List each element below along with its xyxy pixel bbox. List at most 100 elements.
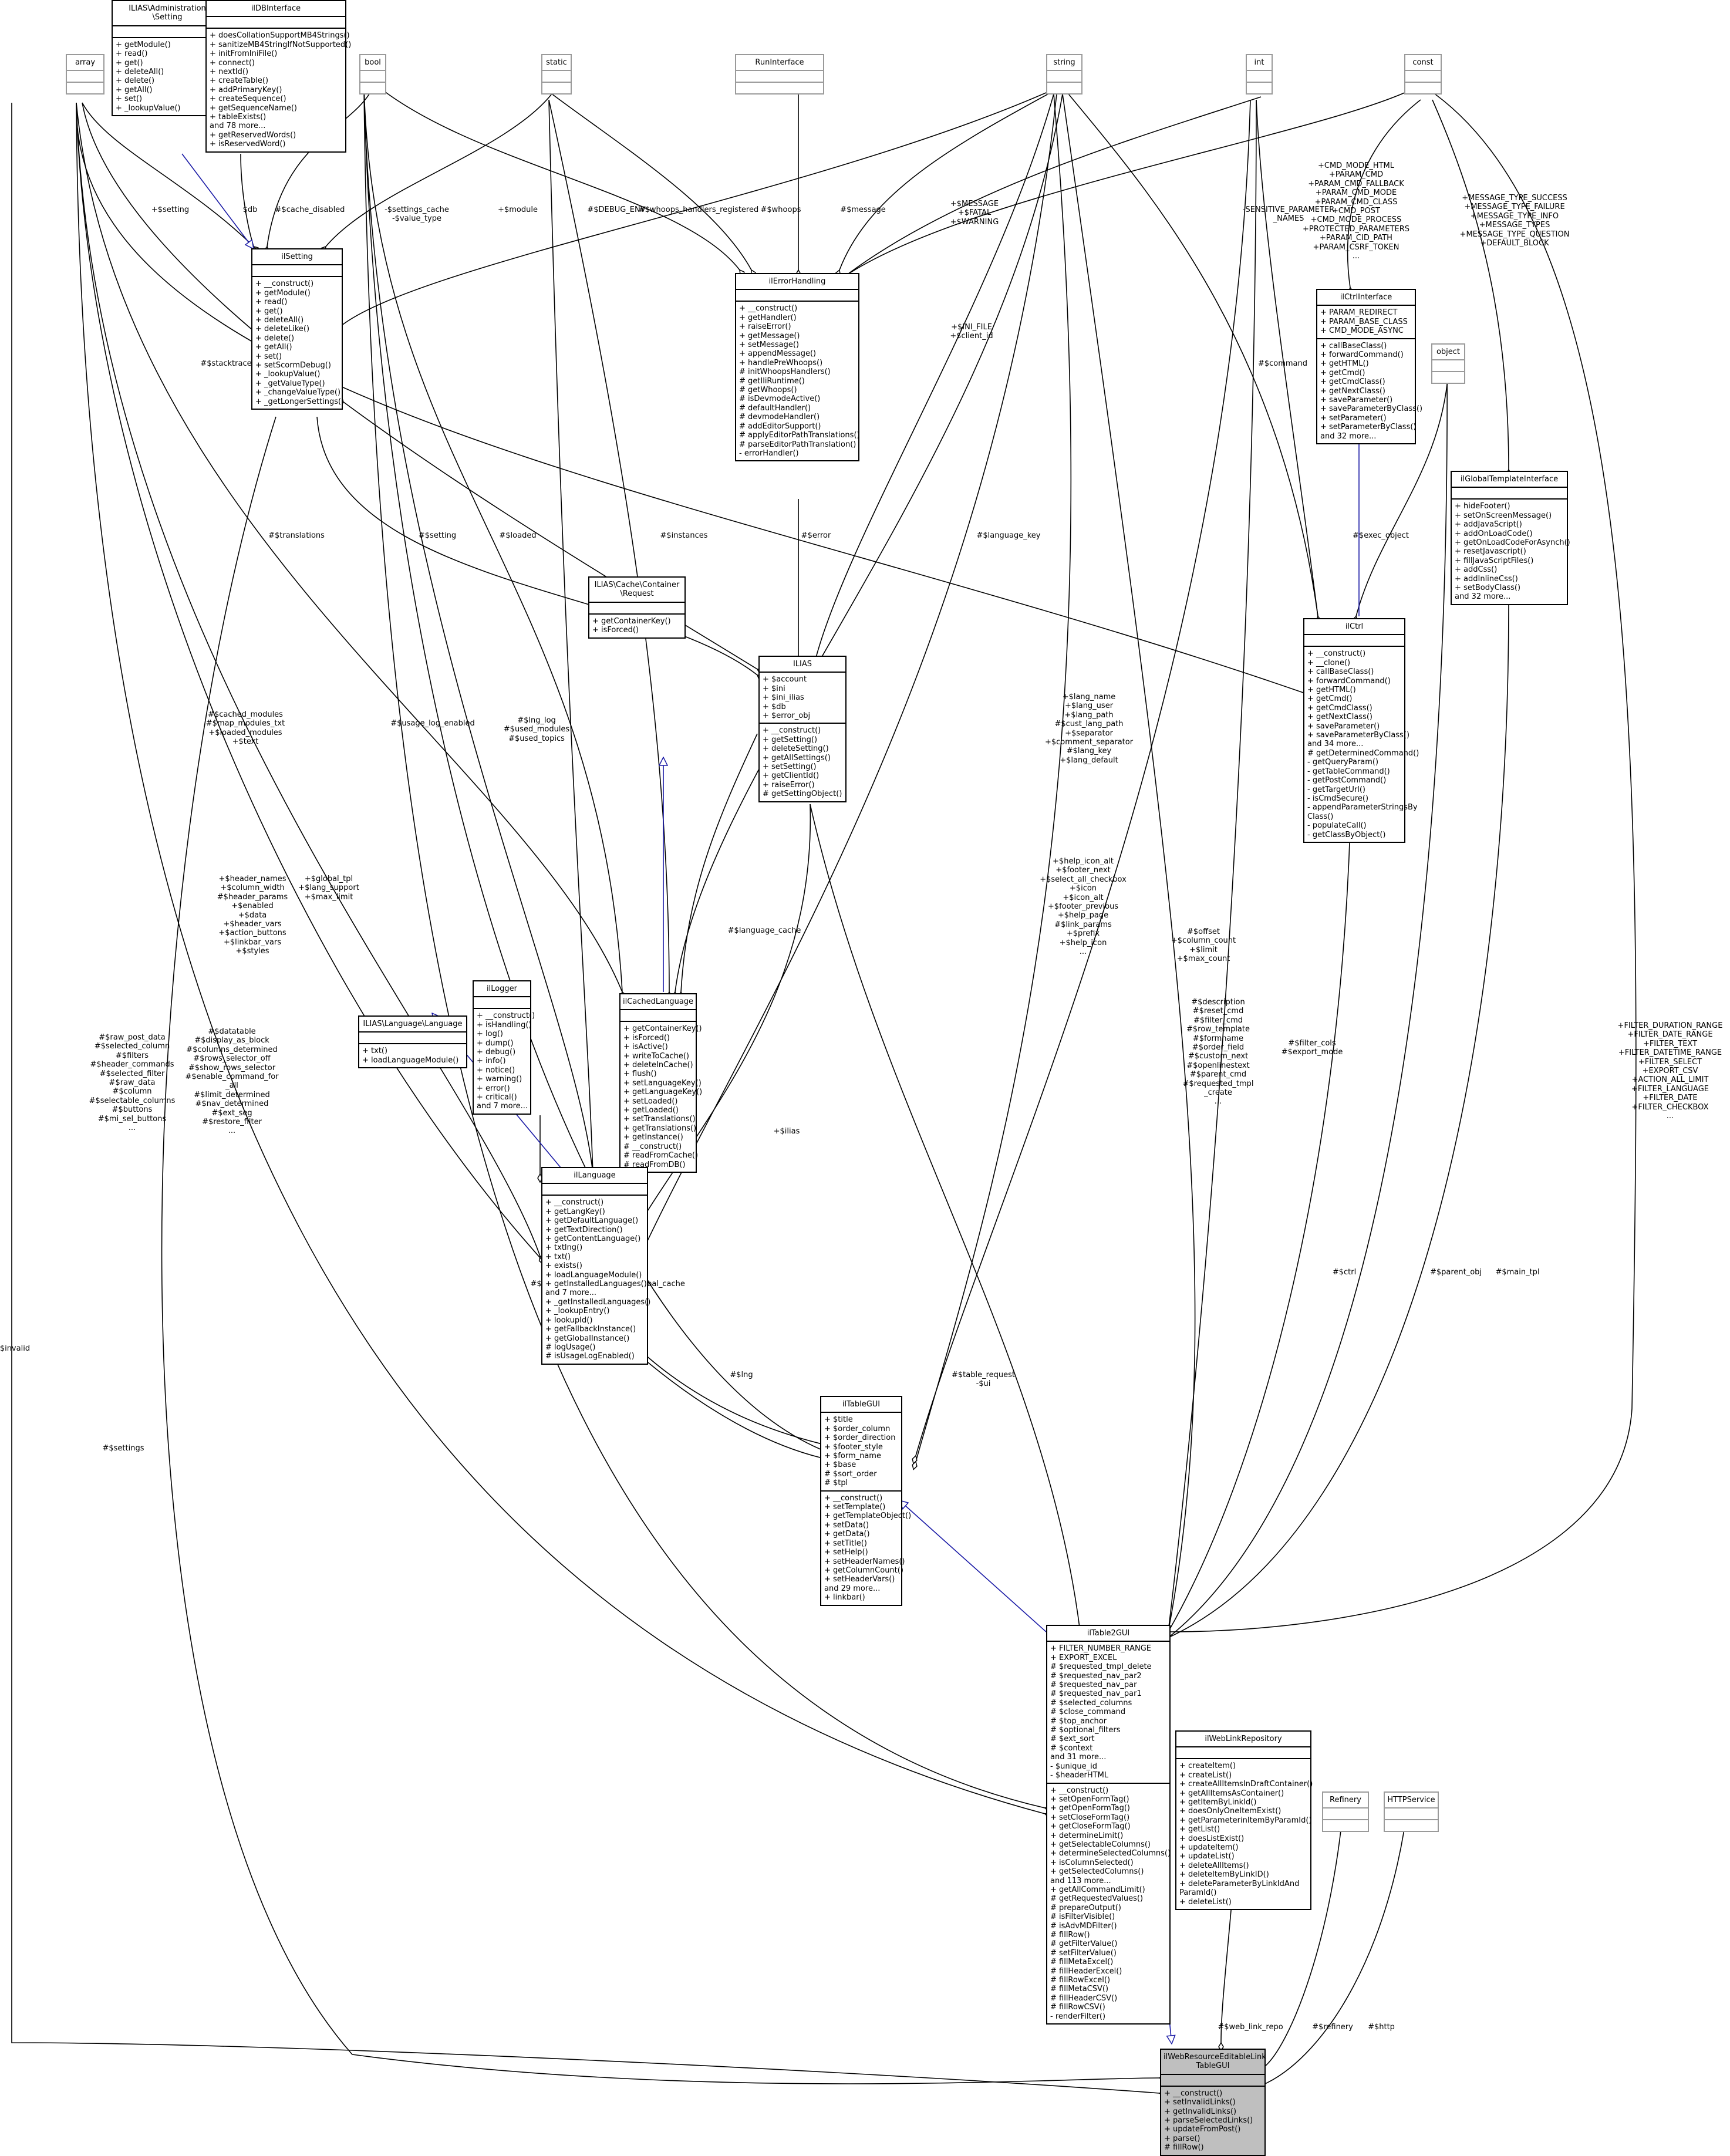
attributes [1247,71,1272,83]
method: + setOpenFormTag() [1050,1794,1129,1804]
method: + addCss() [1455,565,1498,575]
edge-int-tgui [916,99,1251,1456]
attributes: + $title+ $order_column+ $order_directio… [821,1413,901,1492]
class-illogger: ilLogger+ __construct()+ isHandling()+ l… [473,980,535,1115]
attribute: # $requested_nav_par1 [1050,1689,1142,1699]
method: + setOnScreenMessage() [1455,511,1552,520]
methods: + callBaseClass()+ forwardCommand()+ get… [1317,339,1422,443]
method: - populateCall() [1307,821,1367,831]
attributes [542,1184,647,1196]
edge-label: #$loaded [499,531,537,540]
edge-array-ctrl [76,102,1303,693]
method: # initWhoopsHandlers() [739,367,831,377]
class-ilsetting: ilSetting+ __construct()+ getModule()+ r… [251,248,344,410]
class-name: Refinery [1323,1793,1368,1809]
edge-gti-t2 [1168,604,1509,1638]
method: + delete() [116,76,155,86]
method: + setData() [824,1520,869,1530]
method: + debug() [477,1048,516,1057]
method: + getCmdClass() [1307,703,1372,713]
method: + sanitizeMB4StringIfNotSupported() [210,40,352,49]
attribute: + $error_obj [763,711,811,721]
edge-const-gti [1432,99,1509,470]
method: + __construct() [1164,2088,1223,2098]
edge-const-errh [845,87,1415,276]
class-name: RunInterface [736,55,823,72]
edge-label: +$INI_FILE +$client_id [950,323,993,341]
method: + getColumnCount() [824,1565,903,1575]
method: + lookupId() [545,1315,593,1325]
method: + setHelp() [824,1548,868,1557]
method: + updateItem() [1179,1843,1239,1853]
method: + getCmd() [1320,368,1365,377]
method: # getSettingObject() [763,789,842,799]
edge-label: #$cached_modules #$map_modules_txt +$loa… [205,710,285,747]
method: + __construct() [1307,649,1366,659]
class-ilias-cache-request: ILIAS\Cache\Container \Request+ getConta… [588,576,686,639]
method: + __construct() [545,1198,604,1207]
method: - renderFilter() [1050,2012,1106,2021]
methods: + __construct()+ getModule()+ read()+ ge… [252,277,344,409]
method: - getTableCommand() [1307,767,1390,776]
class-ilweblinkrepository: ilWebLinkRepository+ createItem()+ creat… [1175,1730,1313,1910]
method: + flush() [623,1069,657,1079]
method: + __clone() [1307,658,1351,667]
method: # fillRow() [1164,2143,1204,2152]
method: - getTargetUrl() [1307,785,1366,794]
class-name: ilTable2GUI [1047,1626,1169,1642]
method: + getContentLanguage() [545,1234,641,1244]
method: + read() [255,298,288,307]
edge-string-lng [646,93,1057,1244]
method: + setTitle() [824,1538,867,1548]
edge-ctrl-t2 [1168,827,1351,1632]
attribute: # $tpl [824,1479,848,1488]
attribute: # $requested_nav_par2 [1050,1671,1142,1681]
method: # getFilterValue() [1050,1939,1118,1949]
method: + isForced() [592,626,639,635]
methods: + __construct()+ getLangKey()+ getDefaul… [542,1196,650,1363]
method: # isDevmodeActive() [739,394,821,404]
attribute: # $context [1050,1743,1093,1753]
method: + createAllItemsInDraftContainer() [1179,1780,1313,1789]
method: # __construct() [623,1142,682,1151]
edge-label: #$command [1257,359,1308,368]
class-name: const [1405,55,1441,72]
method: # addEditorSupport() [739,421,821,431]
method: + getHTML() [1307,686,1356,695]
attributes: + $account+ $ini+ $ini_ilias+ $db+ $erro… [760,673,845,724]
edge-bool-lng [363,87,593,1174]
class-name: static [542,55,571,72]
method: + get() [255,306,283,316]
methods: + __construct()+ getHandler()+ raiseErro… [736,302,860,460]
method: # isAdvMDFilter() [1050,1921,1117,1931]
method: + setMessage() [739,340,800,350]
method: + getAllItemsAsContainer() [1179,1789,1284,1798]
method: + setLanguageKey() [623,1078,702,1088]
edge-label: #$DEBUG_ENV [587,205,646,214]
attributes [1176,1747,1310,1760]
attribute: # $ext_sort [1050,1735,1095,1744]
method: + createSequence() [210,95,286,104]
attributes [1405,71,1441,83]
edge-static-cl [548,99,669,992]
attribute: + FILTER_NUMBER_RANGE [1050,1644,1152,1654]
method: # fillHeaderCSV() [1050,1993,1118,2003]
edge-string-errh [839,90,1054,270]
attribute: + $ini_ilias [763,693,804,703]
class-name: ilCtrl [1304,619,1404,636]
method: + getItemByLinkId() [1179,1798,1257,1807]
method: + doesCollationSupportMB4Strings() [210,31,350,41]
class-name: ilWebLinkRepository [1176,1732,1310,1748]
method: + _changeValueType() [255,388,341,397]
method: + getTemplateObject() [824,1511,912,1521]
edge-ilias-lng [634,804,811,1233]
class-int: int [1246,54,1273,95]
attribute: + $order_column [824,1424,891,1433]
method: + getContainerKey() [623,1024,702,1034]
method: + deleteInCache() [623,1061,693,1070]
method: + getAll() [116,85,153,95]
method: # setFilterValue() [1050,1948,1117,1958]
method: + handlePreWhoops() [739,358,823,367]
method: and 34 more... [1307,740,1364,749]
method: + deleteLike() [255,325,310,334]
